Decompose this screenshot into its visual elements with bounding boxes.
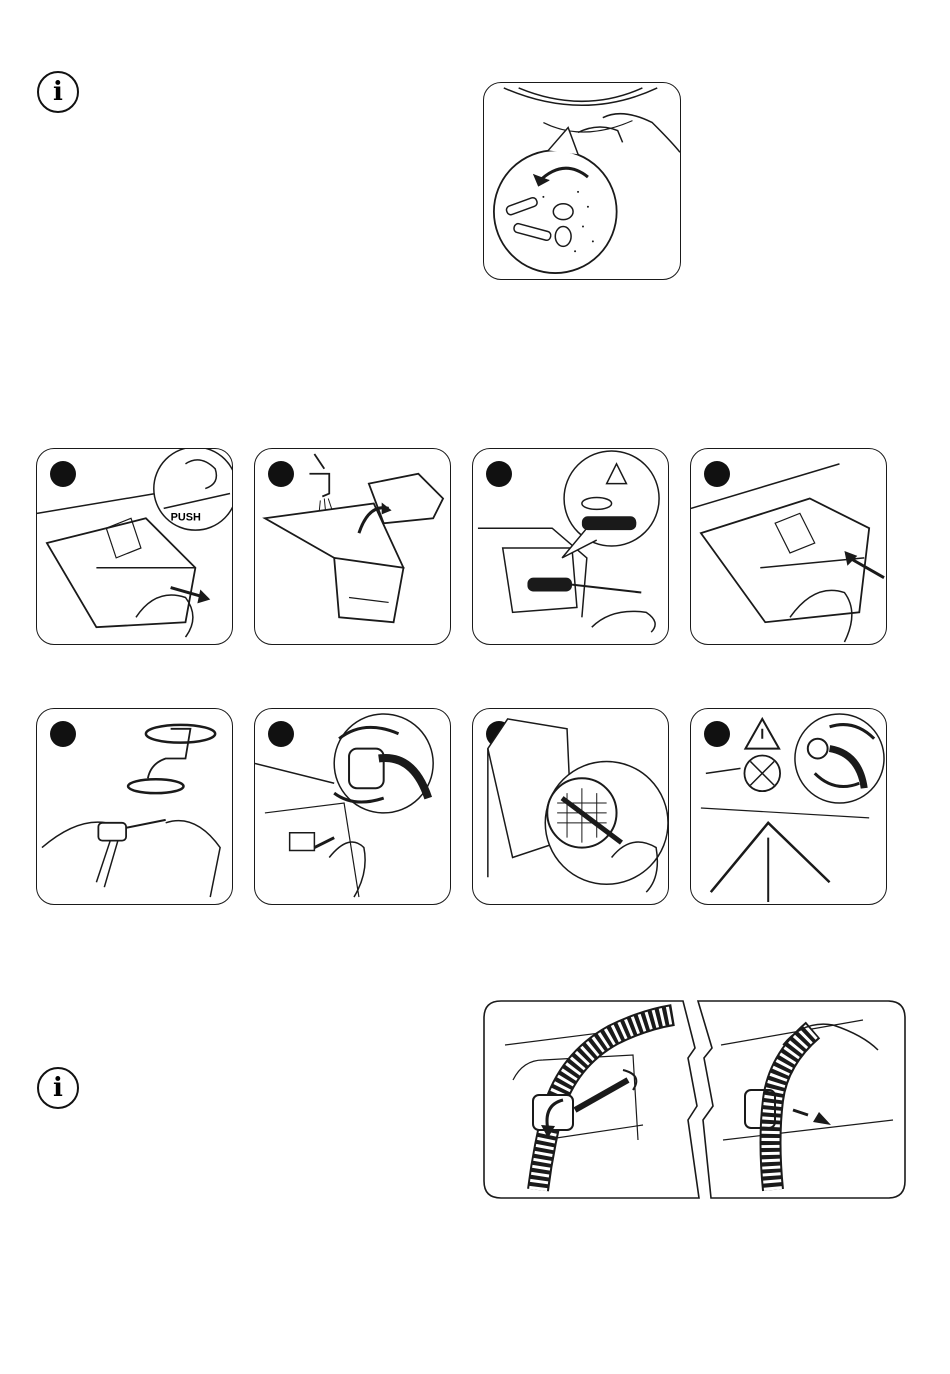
step-panel — [36, 708, 233, 905]
figure-drain-hose — [483, 1000, 906, 1199]
step-panel — [690, 448, 887, 645]
dispenser-recess-brush-icon — [473, 449, 668, 644]
dispenser-pull-out-icon: PUSH — [37, 449, 232, 644]
step-panel — [472, 708, 669, 905]
figure-drum-coins — [483, 82, 681, 280]
dispenser-push-in-icon — [691, 449, 886, 644]
info-icon: i — [37, 1067, 79, 1109]
push-label: PUSH — [171, 511, 201, 523]
step-panel: PUSH — [36, 448, 233, 645]
step-panel — [254, 708, 451, 905]
info-glyph: i — [53, 79, 63, 105]
step-panel — [254, 448, 451, 645]
dispenser-rinse-icon — [255, 449, 450, 644]
info-icon: i — [37, 71, 79, 113]
drum-coins-remove-icon — [484, 83, 680, 279]
inlet-filter-brush-icon — [473, 709, 668, 904]
tap-hose-unscrew-icon — [37, 709, 232, 904]
inlet-hose-reconnect-warning-icon — [691, 709, 886, 904]
step-panel — [472, 448, 669, 645]
step-panel — [690, 708, 887, 905]
info-glyph: i — [53, 1075, 63, 1101]
drain-hose-bracket-icon — [483, 1000, 906, 1199]
inlet-hose-disconnect-icon — [255, 709, 450, 904]
